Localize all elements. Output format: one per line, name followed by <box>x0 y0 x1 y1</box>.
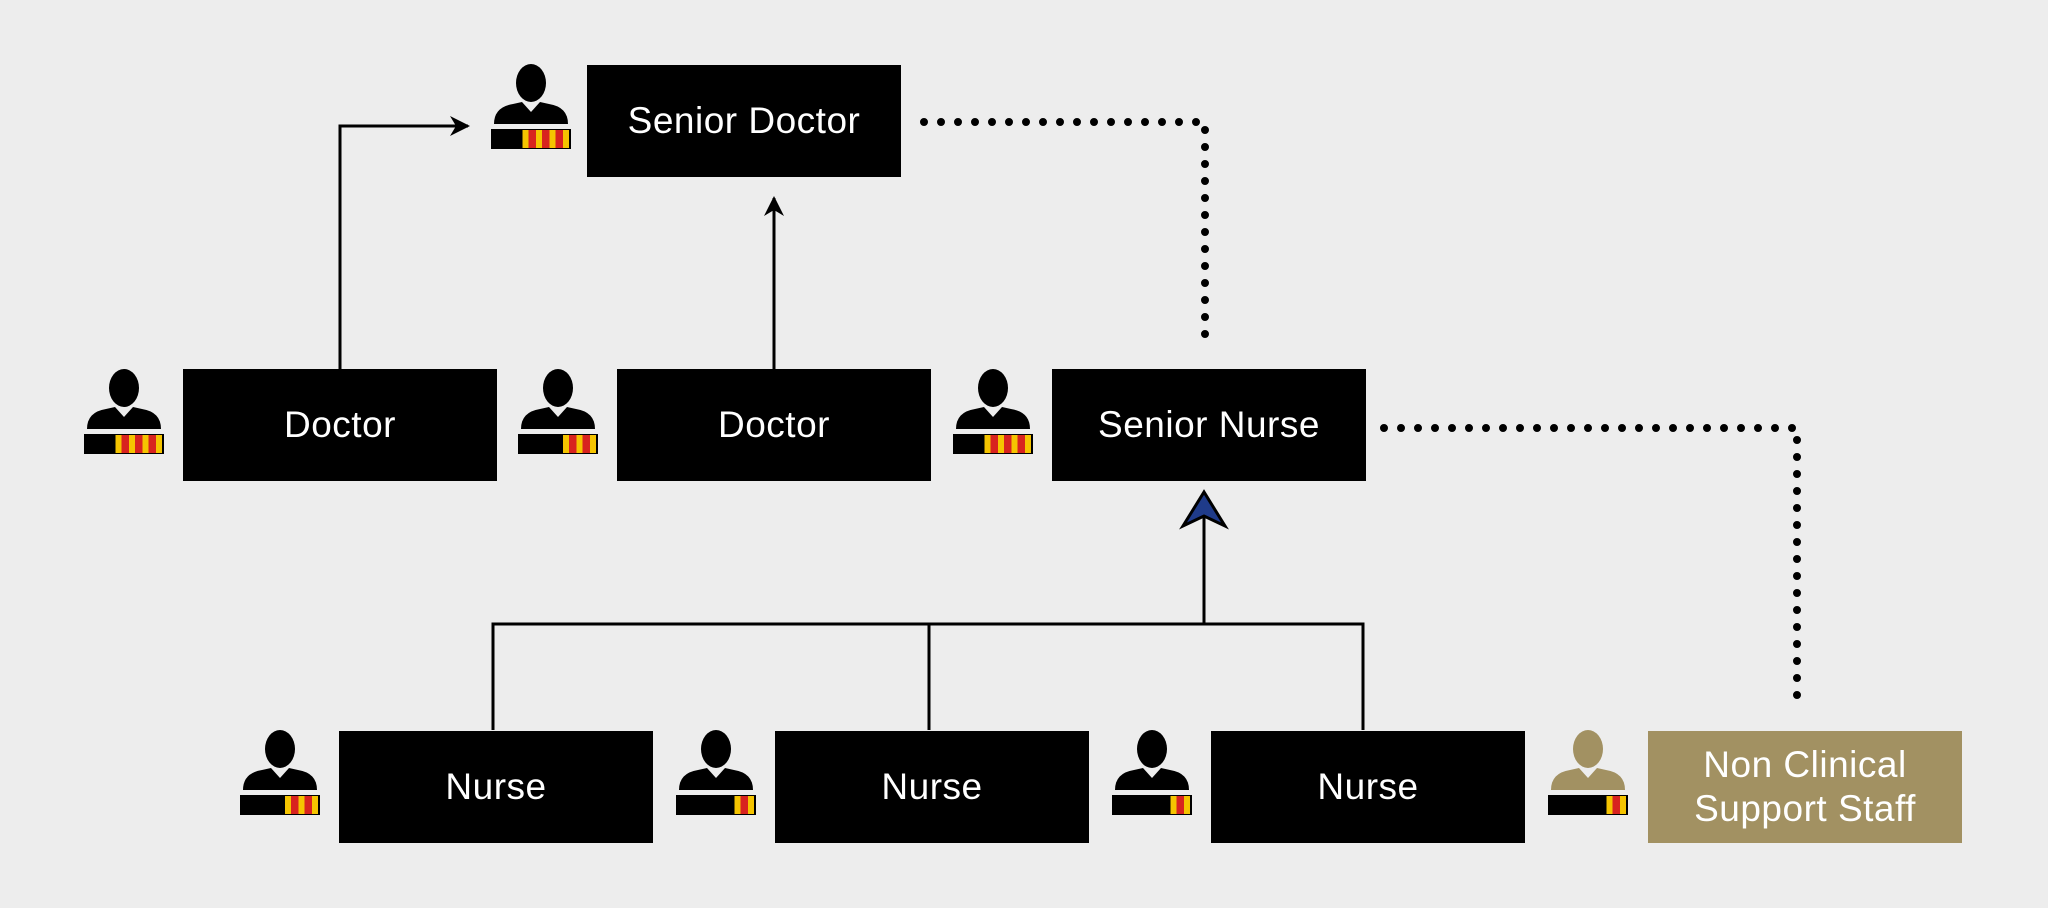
rank-stripe <box>1176 796 1184 814</box>
rank-stripe <box>1004 435 1012 453</box>
rank-stripe <box>304 796 312 814</box>
rank-stripe <box>542 130 550 148</box>
rank-stripe <box>121 435 129 453</box>
person-icon <box>240 730 320 815</box>
role-box-senior-nurse: Senior Nurse <box>1052 369 1366 481</box>
rank-stripe <box>148 435 156 453</box>
rank-stripe <box>740 796 748 814</box>
rank-stripe <box>1612 796 1620 814</box>
person-shoulders-shape <box>243 768 317 790</box>
rank-stripe <box>291 796 299 814</box>
role-box-doctor-2: Doctor <box>617 369 931 481</box>
person-head-shape <box>109 369 139 407</box>
dotted-connector-support-to-senior-nurse <box>1380 424 1801 716</box>
role-label-senior-nurse: Senior Nurse <box>1098 404 1320 445</box>
connector-doctor1-to-senior-doctor <box>338 116 470 370</box>
role-label-nurse-2: Nurse <box>881 766 983 807</box>
person-shoulders-shape <box>494 102 568 124</box>
role-box-support-staff: Non Clinical Support Staff <box>1648 731 1962 843</box>
rank-stripe <box>1017 435 1025 453</box>
dotted-connector-senior-nurse-to-senior-doctor <box>920 118 1209 352</box>
rank-stripe <box>555 130 563 148</box>
role-label-support-staff: Non Clinical Support Staff <box>1694 744 1916 829</box>
role-box-doctor-1: Doctor <box>183 369 497 481</box>
person-head-shape <box>1137 730 1167 768</box>
rank-stripe-background <box>563 435 596 453</box>
person-shoulders-shape <box>679 768 753 790</box>
person-shoulders-shape <box>1115 768 1189 790</box>
person-shoulders-shape <box>956 407 1030 429</box>
role-label-nurse-1: Nurse <box>445 766 547 807</box>
role-label-senior-doctor: Senior Doctor <box>627 100 861 141</box>
rank-stripe <box>582 435 590 453</box>
person-icon <box>84 369 164 454</box>
role-box-nurse-3: Nurse <box>1211 731 1525 843</box>
rank-stripe <box>990 435 998 453</box>
arrow-into-senior-nurse <box>1179 489 1229 530</box>
person-icon <box>491 64 571 149</box>
role-box-senior-doctor: Senior Doctor <box>587 65 901 177</box>
person-icon <box>518 369 598 454</box>
person-shoulders-shape <box>87 407 161 429</box>
connector-nurses-to-senior-nurse <box>491 502 1365 730</box>
role-label-doctor-1: Doctor <box>284 404 396 445</box>
role-box-nurse-1: Nurse <box>339 731 653 843</box>
person-icon <box>676 730 756 815</box>
person-head-shape <box>978 369 1008 407</box>
person-head-shape <box>265 730 295 768</box>
rank-stripe <box>569 435 577 453</box>
person-icon <box>953 369 1033 454</box>
person-head-shape <box>516 64 546 102</box>
rank-stripe-background <box>285 796 318 814</box>
person-shoulders-shape <box>1551 768 1625 790</box>
role-label-doctor-2: Doctor <box>718 404 830 445</box>
role-label-nurse-3: Nurse <box>1317 766 1419 807</box>
person-head-shape <box>543 369 573 407</box>
rank-stripe <box>135 435 143 453</box>
role-box-nurse-2: Nurse <box>775 731 1089 843</box>
person-icon <box>1548 730 1628 815</box>
rank-stripe <box>528 130 536 148</box>
person-head-shape <box>701 730 731 768</box>
person-shoulders-shape <box>521 407 595 429</box>
person-head-shape <box>1573 730 1603 768</box>
person-icon <box>1112 730 1192 815</box>
